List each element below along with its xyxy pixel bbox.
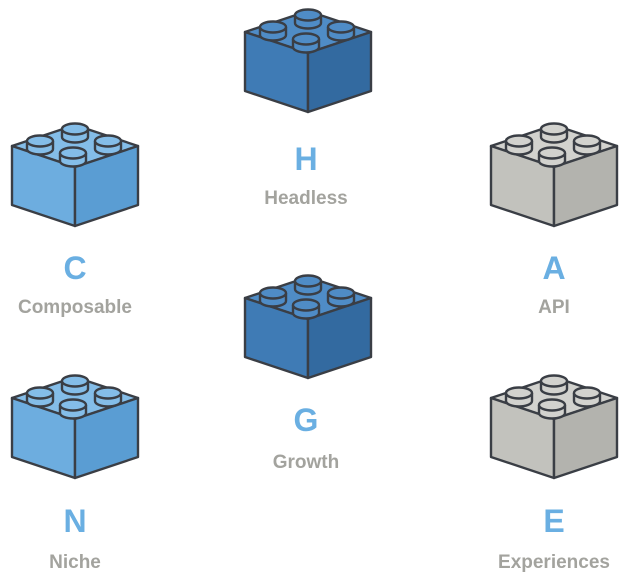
letter-e: E	[543, 503, 565, 539]
brick-growth-icon	[243, 274, 373, 380]
brick-api-icon	[489, 122, 619, 228]
brick-experiences-icon	[489, 374, 619, 480]
brick-composable-icon	[10, 122, 140, 228]
label-composable: Composable	[17, 297, 133, 318]
brick-headless-icon	[243, 8, 373, 114]
letter-n: N	[63, 503, 87, 539]
label-experiences: Experiences	[498, 552, 610, 573]
brick-niche-icon	[10, 374, 140, 480]
label-niche: Niche	[49, 552, 101, 573]
letter-a: A	[542, 250, 566, 286]
letter-c: C	[63, 250, 87, 286]
letter-h: H	[294, 141, 318, 177]
letter-g: G	[293, 402, 319, 438]
label-api: API	[538, 297, 570, 318]
label-growth: Growth	[272, 452, 340, 473]
label-headless: Headless	[264, 188, 348, 209]
